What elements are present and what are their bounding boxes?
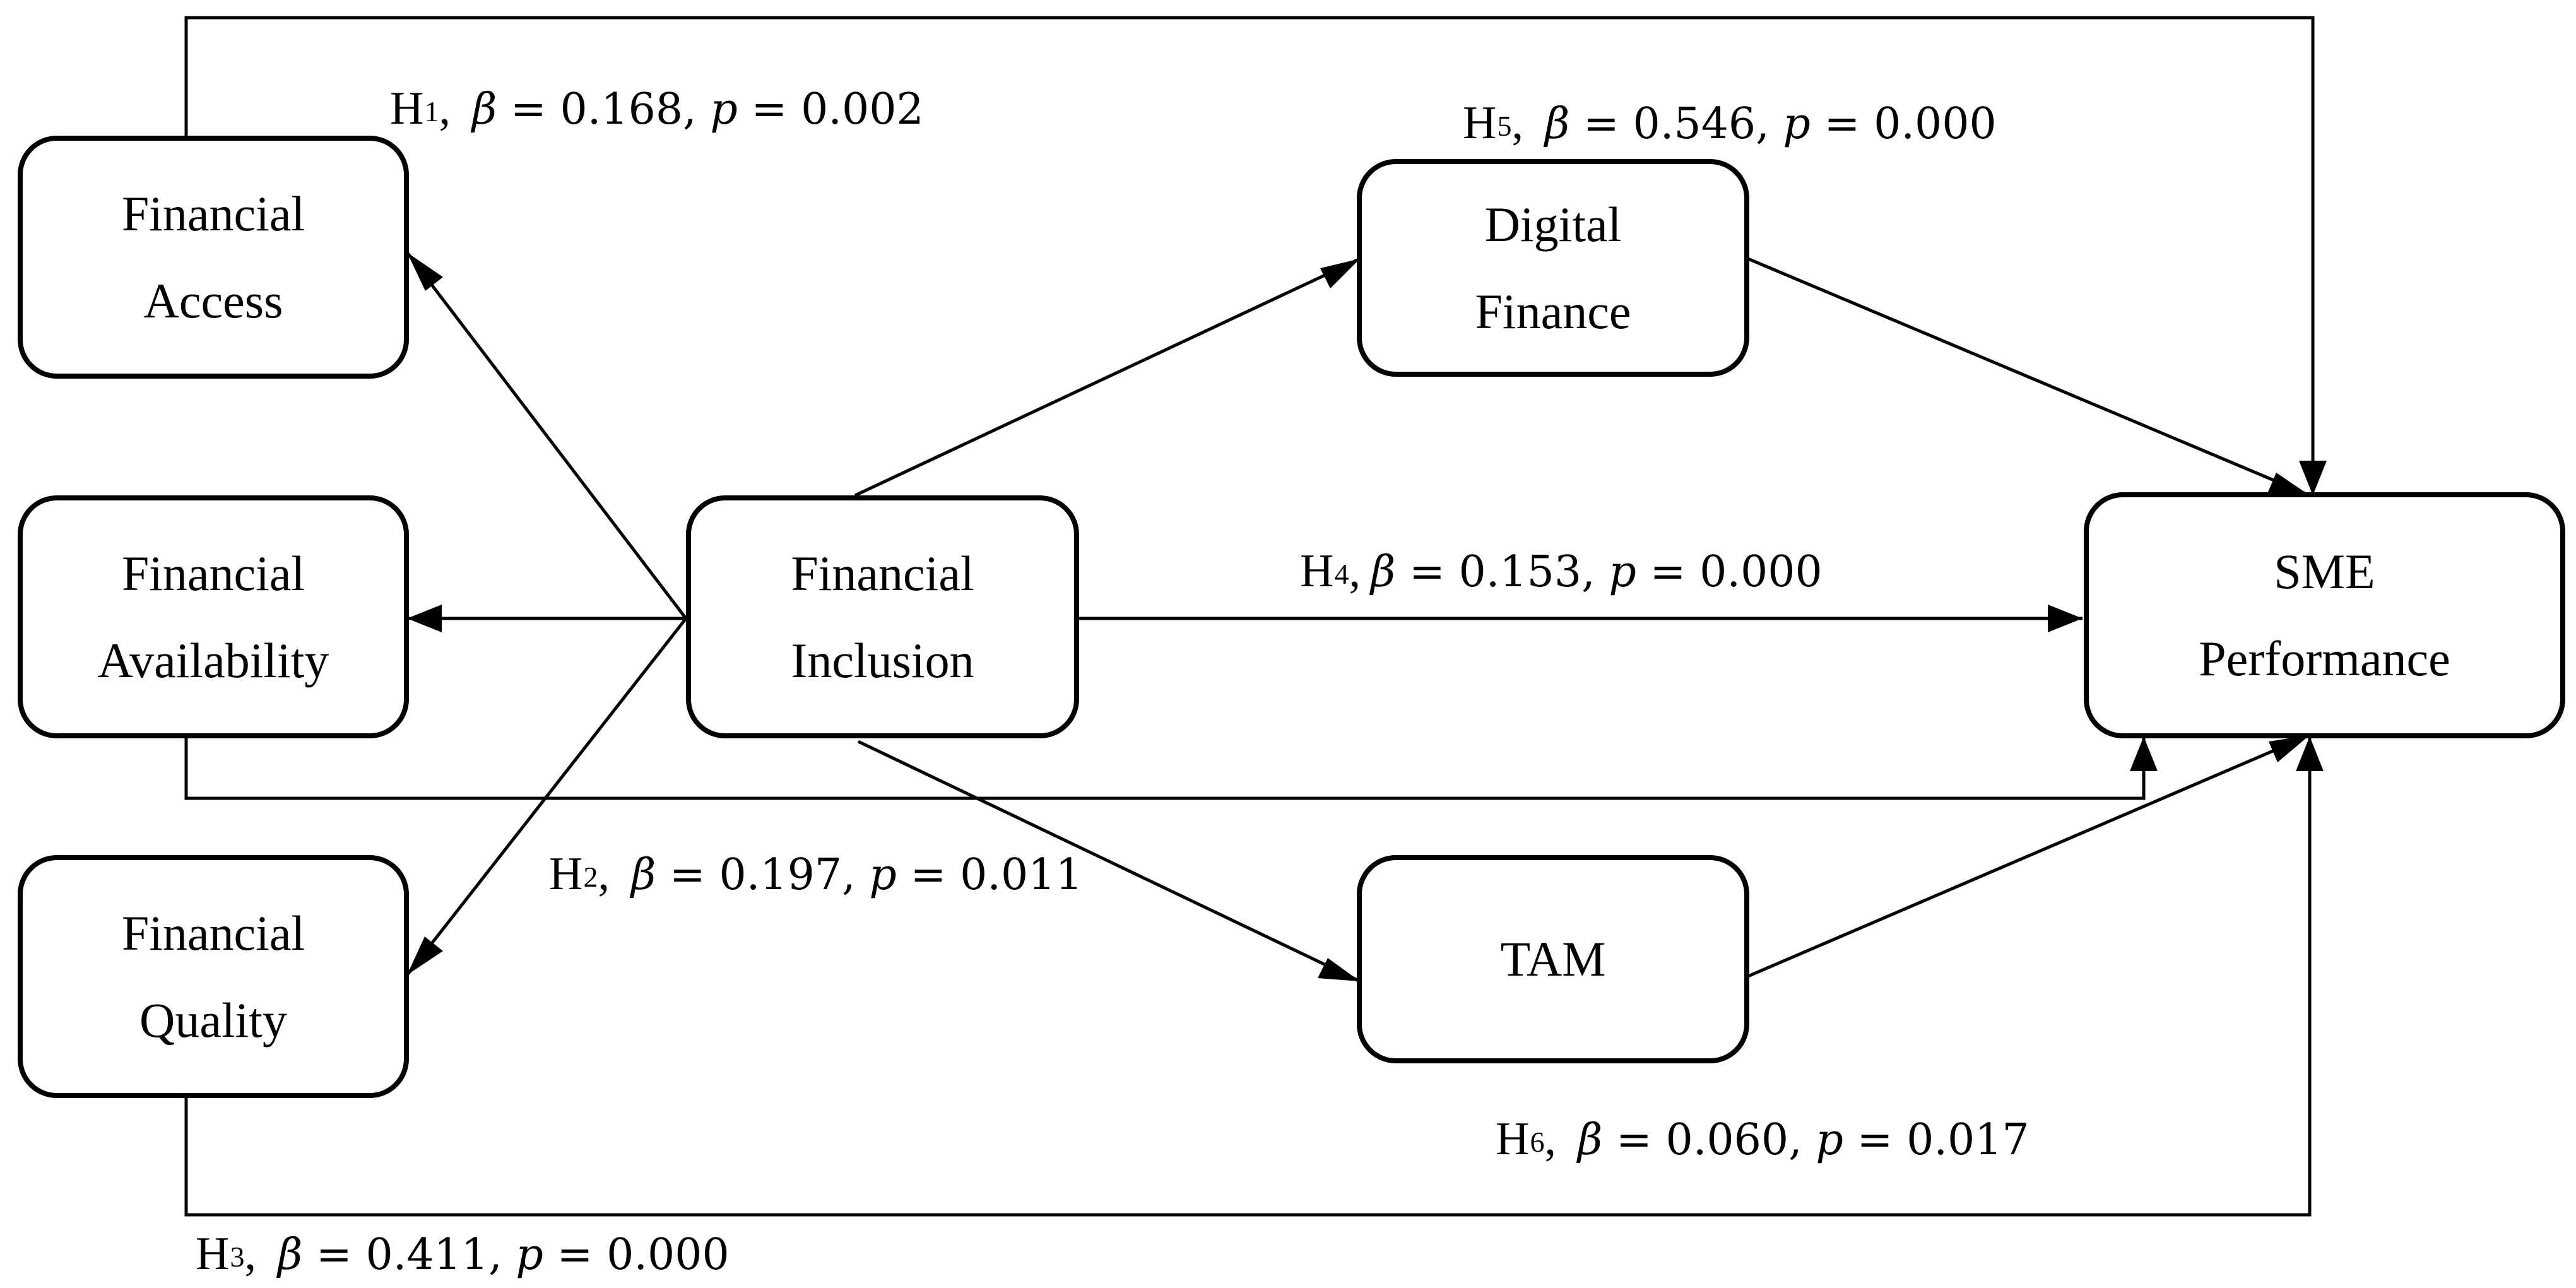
h4-letter: H bbox=[1300, 545, 1334, 597]
h3-equals-2: = bbox=[543, 1230, 607, 1280]
node-digital-finance: Digital Finance bbox=[1357, 159, 1749, 377]
arrow-availability-to-sme bbox=[184, 736, 2146, 800]
node-financial-inclusion-line2: Inclusion bbox=[791, 632, 974, 688]
h2-equals-2: = bbox=[896, 850, 960, 900]
node-financial-inclusion: Financial Inclusion bbox=[686, 495, 1079, 738]
h1-equals-1: = bbox=[497, 85, 560, 134]
h4-beta-symbol: β bbox=[1370, 547, 1396, 597]
arrow-quality-to-sme bbox=[184, 738, 2312, 1217]
h5-p-symbol: p bbox=[1783, 99, 1811, 149]
h6-index: 6 bbox=[1530, 1126, 1545, 1158]
arrow-access-to-sme bbox=[184, 16, 2315, 492]
arrowhead-quality-sme bbox=[2296, 736, 2324, 771]
node-digital-finance-line1: Digital bbox=[1484, 196, 1622, 252]
node-financial-availability-line2: Availability bbox=[97, 632, 329, 688]
h4-beta-value: 0.153 bbox=[1458, 547, 1582, 597]
h6-p-value: 0.017 bbox=[1906, 1115, 2029, 1165]
h2-letter: H bbox=[549, 848, 583, 900]
h3-p-symbol: p bbox=[516, 1230, 543, 1280]
node-sme-performance: SME Performance bbox=[2084, 492, 2565, 738]
h3-p-value: 0.000 bbox=[606, 1230, 730, 1280]
h5-letter: H bbox=[1463, 97, 1497, 149]
arrowhead-quality bbox=[407, 936, 443, 975]
node-tam: TAM bbox=[1357, 855, 1749, 1063]
h5-beta-symbol: β bbox=[1544, 99, 1570, 149]
h4-equals-2: = bbox=[1636, 547, 1700, 597]
h3-equals-1: = bbox=[302, 1230, 366, 1280]
arrowhead-tam bbox=[1318, 958, 1360, 981]
node-financial-access: Financial Access bbox=[18, 136, 409, 379]
h2-beta-symbol: β bbox=[630, 850, 656, 900]
h4-p-value: 0.000 bbox=[1699, 547, 1823, 597]
hypothesis-h3-label: H3,β = 0.411, p = 0.000 bbox=[196, 1228, 730, 1280]
node-tam-line1: TAM bbox=[1500, 931, 1606, 986]
hypothesis-h4-label: H4,β = 0.153, p = 0.000 bbox=[1300, 545, 1823, 597]
h6-letter: H bbox=[1496, 1113, 1530, 1165]
h1-beta-symbol: β bbox=[471, 85, 497, 134]
hypothesis-h2-label: H2,β = 0.197, p = 0.011 bbox=[549, 848, 1083, 900]
h2-p-value: 0.011 bbox=[960, 850, 1083, 900]
h5-index: 5 bbox=[1497, 110, 1512, 142]
h1-p-symbol: p bbox=[710, 85, 738, 134]
h6-equals-2: = bbox=[1843, 1115, 1907, 1165]
arrow-inclusion-to-access bbox=[406, 251, 687, 620]
h4-equals-1: = bbox=[1395, 547, 1459, 597]
node-sme-performance-line1: SME bbox=[2274, 544, 2375, 599]
h2-equals-1: = bbox=[656, 850, 719, 900]
node-financial-quality-line2: Quality bbox=[139, 992, 287, 1048]
arrowhead-access bbox=[407, 252, 443, 291]
hypothesis-h1-label: H1,β = 0.168, p = 0.002 bbox=[390, 83, 924, 134]
h1-equals-2: = bbox=[737, 85, 801, 134]
h4-index: 4 bbox=[1334, 558, 1349, 590]
h2-index: 2 bbox=[583, 861, 598, 893]
arrowhead-tam-sme bbox=[2269, 735, 2310, 762]
node-financial-quality: Financial Quality bbox=[18, 855, 409, 1098]
node-digital-finance-line2: Finance bbox=[1475, 283, 1631, 339]
h6-p-symbol: p bbox=[1816, 1115, 1843, 1165]
arrow-inclusion-to-tam bbox=[857, 740, 1361, 983]
h6-beta-value: 0.060 bbox=[1665, 1115, 1789, 1165]
node-financial-inclusion-line1: Financial bbox=[791, 545, 974, 601]
arrowhead-digital-finance bbox=[1320, 259, 1360, 288]
h6-beta-symbol: β bbox=[1577, 1115, 1603, 1165]
node-financial-availability-line1: Financial bbox=[121, 545, 305, 601]
h3-beta-value: 0.411 bbox=[365, 1230, 489, 1280]
node-financial-access-line1: Financial bbox=[121, 186, 305, 241]
arrow-inclusion-to-digital-finance bbox=[854, 257, 1361, 497]
h1-index: 1 bbox=[424, 95, 439, 127]
arrowhead-digital-sme bbox=[2267, 473, 2310, 495]
h2-p-symbol: p bbox=[869, 850, 897, 900]
arrowhead-inclusion-sme bbox=[2048, 605, 2083, 632]
node-financial-quality-line1: Financial bbox=[121, 905, 305, 960]
node-financial-access-line2: Access bbox=[143, 273, 283, 328]
h1-beta-value: 0.168 bbox=[560, 85, 683, 134]
h5-equals-1: = bbox=[1569, 99, 1633, 149]
h1-letter: H bbox=[390, 83, 424, 134]
node-sme-performance-line2: Performance bbox=[2199, 631, 2450, 686]
hypothesis-h6-label: H6,β = 0.060, p = 0.017 bbox=[1496, 1113, 2029, 1165]
node-financial-availability: Financial Availability bbox=[18, 495, 409, 738]
arrow-digital-finance-to-sme bbox=[1747, 257, 2310, 497]
arrowhead-availability bbox=[407, 605, 442, 632]
h5-beta-value: 0.546 bbox=[1633, 99, 1756, 149]
h4-p-symbol: p bbox=[1609, 547, 1636, 597]
h5-p-value: 0.000 bbox=[1874, 99, 1997, 149]
arrowhead-access-sme bbox=[2299, 461, 2327, 495]
h3-beta-symbol: β bbox=[277, 1230, 303, 1280]
h3-index: 3 bbox=[230, 1241, 245, 1273]
arrow-tam-to-sme bbox=[1747, 733, 2310, 978]
h2-beta-value: 0.197 bbox=[719, 850, 842, 900]
h6-equals-1: = bbox=[1602, 1115, 1666, 1165]
hypothesis-h5-label: H5,β = 0.546, p = 0.000 bbox=[1463, 97, 1997, 149]
h5-equals-2: = bbox=[1810, 99, 1874, 149]
h3-letter: H bbox=[196, 1228, 230, 1280]
arrowhead-availability-sme bbox=[2130, 736, 2158, 771]
h1-p-value: 0.002 bbox=[801, 85, 924, 134]
